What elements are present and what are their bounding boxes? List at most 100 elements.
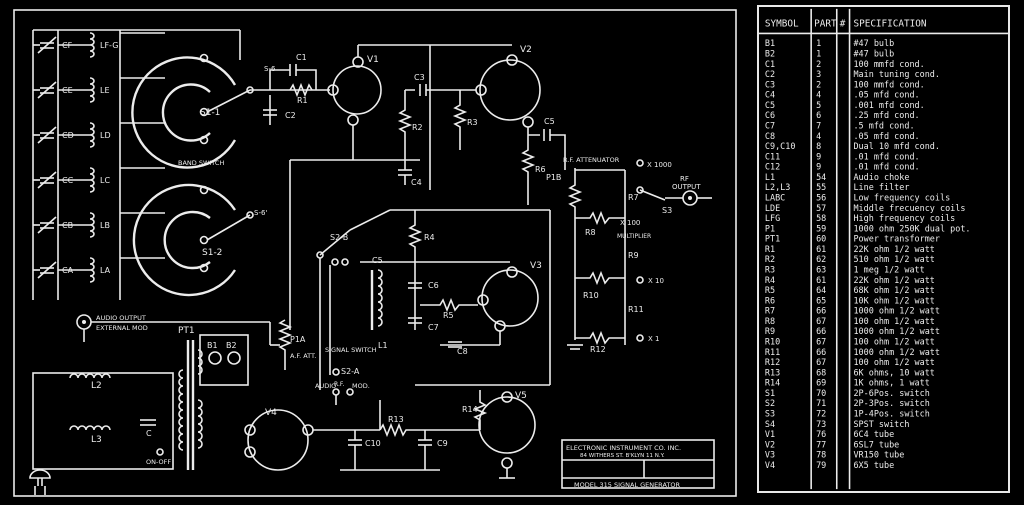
parts-row-spec: SPST switch (853, 419, 909, 429)
mod-pos-label: MOD. (352, 382, 370, 390)
parts-row-spec: Middle frecuency coils (853, 203, 965, 213)
parts-row-spec: 100 ohm 1/2 watt (853, 357, 934, 367)
parts-row-spec: #47 bulb (853, 49, 894, 59)
parts-row-part: 56 (816, 193, 826, 203)
s1-1-label: S1-1 (200, 108, 220, 118)
v5-tube (478, 396, 536, 454)
coil-bank-coil-label: LE (100, 86, 110, 95)
parts-row-symbol: R8 (765, 316, 775, 326)
parts-row-symbol: B2 (765, 49, 775, 59)
l3-label: L3 (91, 435, 102, 445)
parts-row-symbol: R5 (765, 285, 775, 295)
company-name: ELECTRONIC INSTRUMENT CO. INC. (566, 444, 681, 452)
schematic-border (13, 9, 737, 497)
s2a-label: S2-A (341, 367, 360, 376)
parts-row-symbol: C8 (765, 131, 775, 141)
parts-row-part: 9 (816, 162, 821, 172)
parts-row-part: 55 (816, 182, 826, 192)
parts-row-part: 4 (816, 90, 821, 100)
c-label: C (146, 429, 152, 438)
v5-label: V5 (515, 391, 527, 401)
coil-bank-coil-label: LC (100, 176, 110, 185)
r12-label: R12 (590, 345, 606, 354)
pt1-lamp-winding (197, 349, 203, 375)
c2-label: C2 (285, 111, 296, 120)
c5-label: C5 (544, 117, 555, 126)
parts-row-spec: .001 mfd cond. (853, 100, 924, 110)
r11-label: R11 (628, 305, 644, 314)
parts-row-part: 5 (816, 100, 821, 110)
parts-row-spec: .01 mfd cond. (853, 151, 919, 161)
parts-row-part: 1 (816, 49, 821, 59)
parts-row-part: 2 (816, 59, 821, 69)
v1-tube (332, 65, 382, 115)
parts-row-symbol: LDE (765, 203, 780, 213)
x1-label: X 1 (648, 335, 659, 343)
x100-label: X 100 (620, 219, 640, 227)
r6-label: R6 (535, 165, 546, 174)
signal-switch-area: S2-B R4 C5 L1 C6 C7 R5 V3 C8 P1A A.F. AT… (277, 209, 551, 405)
coil-bank-wire (58, 32, 165, 46)
audio-output-label-2: EXTERNAL MOD (96, 324, 148, 332)
parts-row-symbol: R7 (765, 306, 775, 316)
header-part: PART (814, 19, 837, 30)
parts-row-spec: Main tuning cond. (853, 69, 940, 79)
audio-output-label-1: AUDIO OUTPUT (96, 314, 146, 322)
parts-row-spec: Dual 10 mfd cond. (853, 141, 940, 151)
parts-row-symbol: V2 (765, 439, 775, 449)
l2-label: L2 (91, 381, 102, 391)
parts-row-part: 78 (816, 450, 826, 460)
parts-row-symbol: P1 (765, 223, 775, 233)
parts-row-spec: 10K ohm 1/2 watt (853, 295, 934, 305)
signal-switch-label: SIGNAL SWITCH (325, 346, 377, 354)
parts-row-spec: Line filter (853, 182, 909, 192)
l1-label: L1 (378, 341, 388, 350)
v4-label: V4 (265, 408, 277, 418)
c1-label: C1 (296, 53, 307, 62)
parts-row-symbol: R1 (765, 244, 775, 254)
r4-label: R4 (424, 233, 435, 242)
parts-row-symbol: R3 (765, 265, 775, 275)
parts-row-spec: 22K ohm 1/2 watt (853, 275, 934, 285)
parts-row-symbol: R12 (765, 357, 780, 367)
parts-row-spec: 1 meg 1/2 watt (853, 265, 924, 275)
parts-row-symbol: B1 (765, 38, 775, 48)
band-switch-s1: S1-1 S1-2 BAND SWITCH S-6 S-6' (131, 53, 276, 297)
model-label: MODEL 315 SIGNAL GENERATOR (574, 481, 680, 489)
r9-label: R9 (628, 251, 639, 260)
rf-attenuator-label: R.F. ATTENUATOR (563, 156, 620, 164)
r5-label: R5 (443, 311, 454, 320)
parts-row-symbol: S3 (765, 409, 775, 419)
coil-bank-inductor (89, 32, 95, 58)
parts-row-part: 65 (816, 295, 826, 305)
s3-label: S3 (662, 206, 672, 215)
parts-row-part: 67 (816, 337, 826, 347)
parts-row-spec: 100 ohm 1/2 watt (853, 337, 934, 347)
b2-label: B2 (226, 341, 237, 350)
v3-tube (481, 269, 539, 327)
parts-row-part: 79 (816, 460, 826, 470)
parts-row-spec: 6K ohms, 10 watt (853, 367, 934, 377)
parts-row-symbol: V3 (765, 450, 775, 460)
parts-row-symbol: R13 (765, 367, 780, 377)
parts-row-symbol: R11 (765, 347, 780, 357)
parts-row-part: 2 (816, 79, 821, 89)
r3-label: R3 (467, 118, 478, 127)
pt1-secondary-winding (197, 399, 203, 449)
c3-label: C3 (414, 73, 425, 82)
parts-row-part: 62 (816, 254, 826, 264)
parts-row-spec: .5 mfd cond. (853, 121, 914, 131)
parts-row-part: 60 (816, 234, 826, 244)
parts-row-part: 9 (816, 151, 821, 161)
audio-pos-label: AUDIO (315, 382, 336, 390)
coil-bank-capacitor (33, 81, 57, 99)
parts-row-spec: 6SL7 tube (853, 439, 899, 449)
parts-row-spec: 6C4 tube (853, 429, 894, 439)
parts-row-part: 1 (816, 38, 821, 48)
parts-row-spec: VR150 tube (853, 450, 904, 460)
parts-row-symbol: C3 (765, 79, 775, 89)
